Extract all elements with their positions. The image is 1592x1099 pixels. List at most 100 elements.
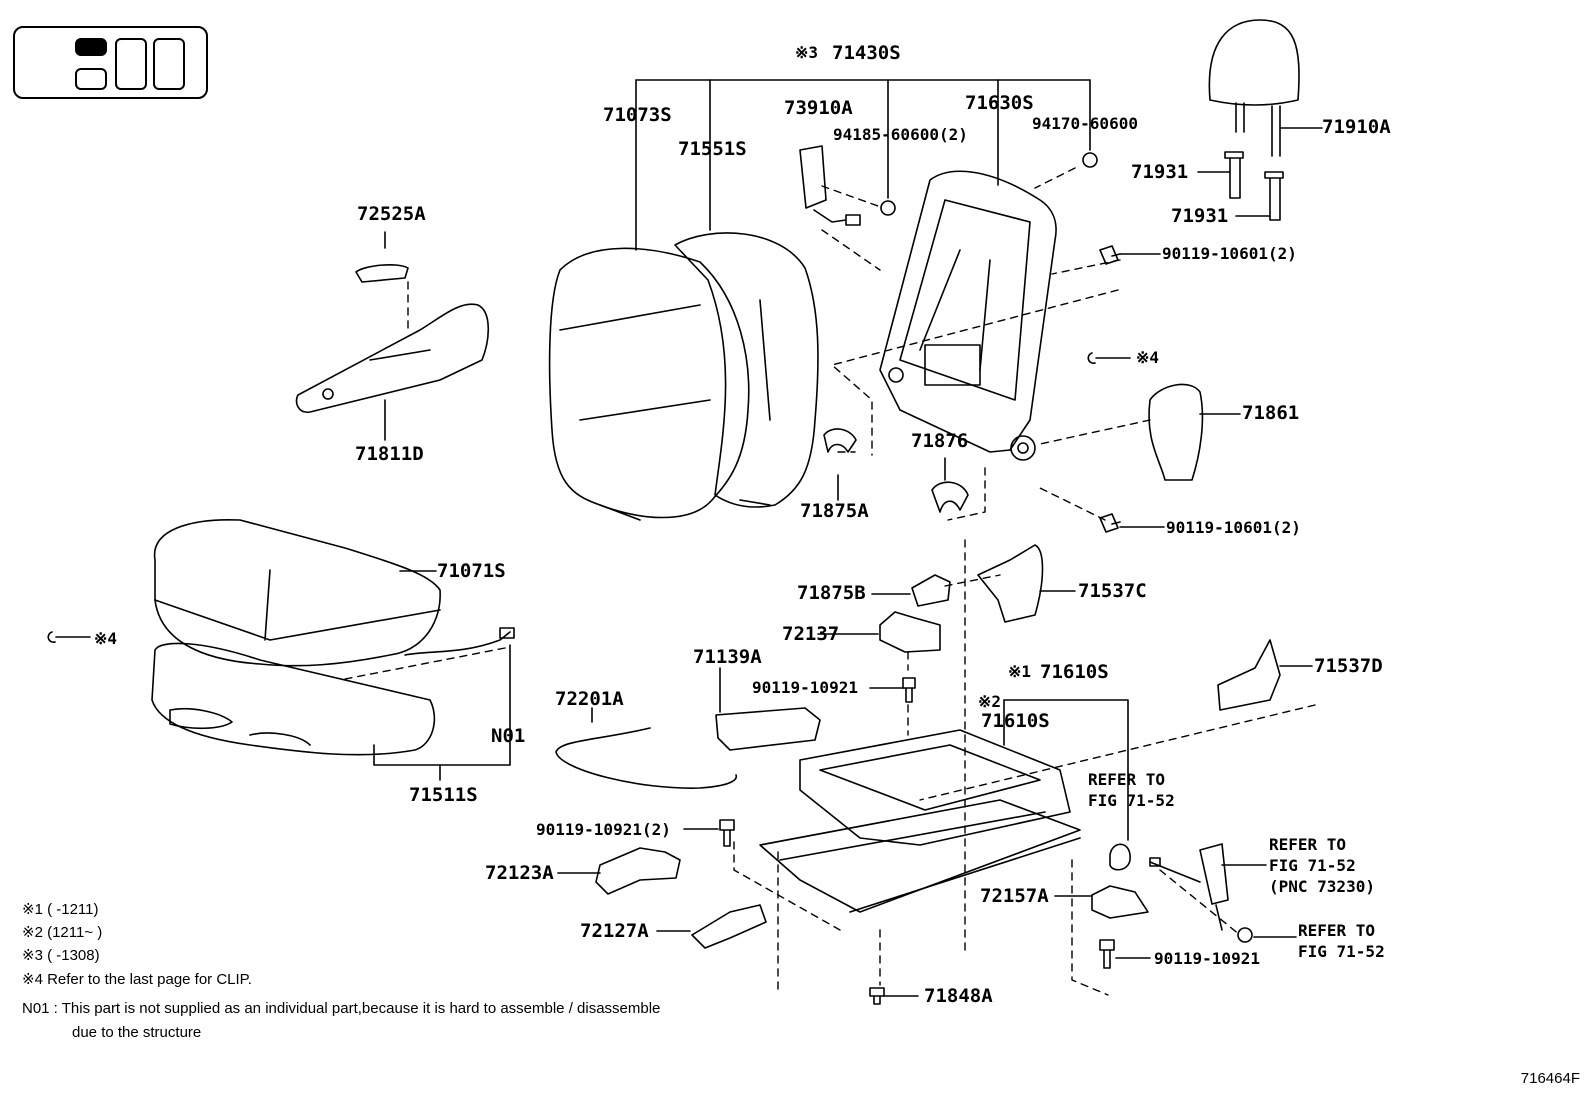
label-72525A: 72525A <box>357 203 426 225</box>
seat-frame-71610S <box>759 729 1081 913</box>
rail-cover-71139A <box>715 707 821 751</box>
label-71073S: 71073S <box>603 104 672 126</box>
seatbelt-buckle <box>1149 843 1229 931</box>
cushion-cover-71071S <box>153 518 441 667</box>
label-71861: 71861 <box>1242 402 1300 424</box>
reference-line: REFER TO <box>1088 770 1166 789</box>
headrest-71910A <box>1208 19 1300 157</box>
note-n01: N01 : This part is not supplied as an in… <box>22 1000 661 1017</box>
label-94185-60600: 94185-60600(2) <box>833 125 968 144</box>
cover-71537D <box>1217 639 1281 711</box>
note-n01-cont: due to the structure <box>72 1024 202 1041</box>
bolt-90119-10601a <box>1099 245 1121 265</box>
label-71875B: 71875B <box>797 582 866 604</box>
cover-72157A <box>1091 885 1149 919</box>
label-94170-60600: 94170-60600 <box>1032 114 1138 133</box>
note-4: ※4 Refer to the last page for CLIP. <box>22 971 252 988</box>
seatback-pad-71551S <box>674 232 819 508</box>
side-airbag-73910A <box>799 145 861 226</box>
reference-line: FIG 71-52 <box>1298 942 1385 961</box>
label-72127A: 72127A <box>580 920 649 942</box>
cover-71875B <box>911 574 951 607</box>
label-71610S-2: 71610S <box>981 710 1050 732</box>
thumbnail-cell <box>115 38 147 90</box>
knob-72525A <box>355 263 409 283</box>
label-71875A: 71875A <box>800 500 869 522</box>
label-71430S: 71430S <box>832 42 901 64</box>
refer-part-clip <box>1109 843 1131 871</box>
recliner-cover-71861 <box>1148 383 1204 481</box>
nut-94170 <box>1082 152 1098 168</box>
bracket-72137 <box>879 611 941 653</box>
label-71848A: 71848A <box>924 985 993 1007</box>
label-N01: N01 <box>491 725 526 747</box>
note-2: ※2 (1211~ ) <box>22 924 103 941</box>
label-71139A: 71139A <box>693 646 762 668</box>
label-71811D: 71811D <box>355 443 424 465</box>
marker-m4b: ※4 <box>94 629 118 648</box>
seatback-frame-71630S <box>879 170 1057 461</box>
label-72137: 72137 <box>782 623 840 645</box>
headrest-guide-71931 <box>1224 151 1284 221</box>
thumbnail-cell <box>75 68 107 90</box>
reference-fig-71-52-a: REFER TO FIG 71-52 <box>1088 769 1175 811</box>
label-71910A: 71910A <box>1322 116 1391 138</box>
label-71537C: 71537C <box>1078 580 1147 602</box>
reference-fig-71-52-b: REFER TO FIG 71-52 (PNC 73230) <box>1269 834 1375 897</box>
label-90119-10921-b: 90119-10921(2) <box>536 820 671 839</box>
reference-line: REFER TO <box>1298 921 1376 940</box>
reference-line: (PNC 73230) <box>1269 877 1375 896</box>
label-71931-upper: 71931 <box>1131 161 1189 183</box>
model-thumbnail <box>13 26 208 99</box>
seatback-cover-71073S <box>548 247 750 521</box>
label-71630S: 71630S <box>965 92 1034 114</box>
label-71551S: 71551S <box>678 138 747 160</box>
label-72157A: 72157A <box>980 885 1049 907</box>
label-71511S: 71511S <box>409 784 478 806</box>
label-71876: 71876 <box>911 430 969 452</box>
label-71931-lower: 71931 <box>1171 205 1229 227</box>
reference-fig-71-52-c: REFER TO FIG 71-52 <box>1298 920 1385 962</box>
cover-71537C <box>977 544 1044 623</box>
label-71071S: 71071S <box>437 560 506 582</box>
seat-shield-71811D <box>295 303 490 413</box>
label-72201A: 72201A <box>555 688 624 710</box>
bolt-90119-10921c <box>1099 939 1115 969</box>
clip-71848A <box>869 987 885 1005</box>
reference-line: REFER TO <box>1269 835 1347 854</box>
note-1: ※1 ( -1211) <box>22 901 99 918</box>
clip-icon-b <box>47 631 56 644</box>
assembly-lines <box>339 167 1316 996</box>
thumbnail-cell-active <box>75 38 107 56</box>
marker-m4a: ※4 <box>1136 348 1160 367</box>
reference-line: FIG 71-52 <box>1269 856 1356 875</box>
label-90119-10921-a: 90119-10921 <box>752 678 858 697</box>
refer-part-nut <box>1237 927 1253 943</box>
cushion-pad-71511S <box>151 642 436 756</box>
reference-line: FIG 71-52 <box>1088 791 1175 810</box>
marker-m3: ※3 <box>795 43 819 62</box>
bolt-90119-10921a <box>902 677 916 703</box>
label-71610S-1: 71610S <box>1040 661 1109 683</box>
bolt-90119-10921b <box>719 819 735 847</box>
wire-harness-N01 <box>404 627 515 656</box>
figure-id: 716464F <box>1520 1070 1580 1087</box>
bolt-90119-10601b <box>1099 513 1121 533</box>
cover-72127A <box>691 904 767 949</box>
clip-71876 <box>931 481 969 513</box>
label-90119-10601-upper: 90119-10601(2) <box>1162 244 1297 263</box>
clip-71875A <box>823 428 857 453</box>
label-72123A: 72123A <box>485 862 554 884</box>
label-71537D: 71537D <box>1314 655 1383 677</box>
wire-72201A <box>555 727 738 789</box>
clip-icon-a <box>1087 352 1096 365</box>
note-3: ※3 ( -1308) <box>22 947 100 964</box>
cover-72123A <box>595 847 681 895</box>
leader-lines <box>55 79 1323 997</box>
marker-m1: ※1 <box>1008 662 1032 681</box>
nut-94185 <box>880 200 896 216</box>
marker-m2: ※2 <box>978 692 1002 711</box>
label-90119-10921-c: 90119-10921 <box>1154 949 1260 968</box>
thumbnail-cell <box>153 38 185 90</box>
